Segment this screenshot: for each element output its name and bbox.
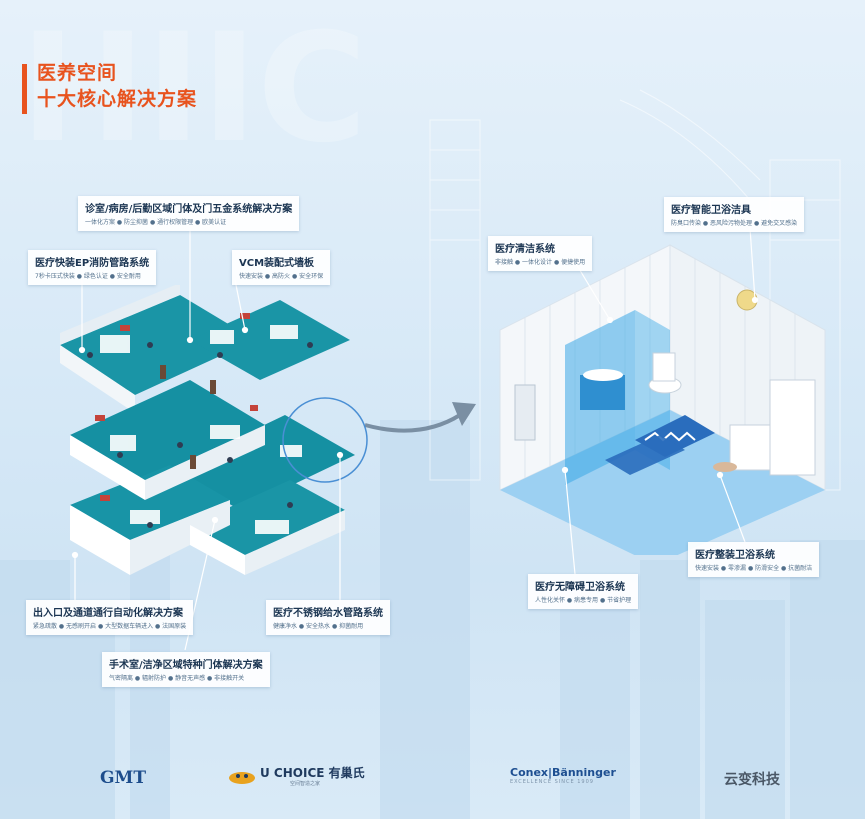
- uchoice-name: U CHOICE 有巢氏: [260, 766, 365, 780]
- callout-subtitle: 气密隔离 ● 辐射防护 ● 静音无声感 ● 非接触开关: [109, 675, 245, 682]
- callout-surgery: 手术室/洁净区域特种门体解决方案 气密隔离 ● 辐射防护 ● 静音无声感 ● 非…: [102, 652, 270, 687]
- callout-integrated-bath: 医疗整装卫浴系统 快速安装 ● 零渗漏 ● 防滑安全 ● 抗菌耐洁: [688, 542, 820, 577]
- callout-subtitle: 快速安装 ● 高防火 ● 安全环保: [239, 273, 324, 280]
- logo-uchoice: U CHOICE 有巢氏 空间智造之家: [228, 764, 365, 787]
- uchoice-mascot-icon: [229, 771, 255, 784]
- svg-text:HIIC: HIIC: [20, 2, 367, 176]
- callout-subtitle: 健康净水 ● 安全热水 ● 抑菌耐用: [273, 623, 364, 630]
- logo-conex: Conex|Bänninger EXCELLENCE SINCE 1909: [510, 766, 616, 785]
- title-line-2: 十大核心解决方案: [37, 88, 198, 110]
- callout-title: 医疗智能卫浴洁具: [671, 205, 751, 216]
- arrow-right-icon: [364, 402, 476, 433]
- callout-subtitle: 快速安装 ● 零渗漏 ● 防滑安全 ● 抗菌耐洁: [695, 565, 813, 572]
- callout-subtitle: 一体化方案 ● 防尘抑菌 ● 通行权限管理 ● 欧美认证: [85, 219, 227, 226]
- callout-title: 医疗整装卫浴系统: [695, 550, 775, 561]
- callout-title: 医疗不锈钢给水管路系统: [273, 608, 383, 619]
- callout-title: VCM装配式墙板: [239, 258, 315, 269]
- conex-tagline: EXCELLENCE SINCE 1909: [510, 779, 594, 785]
- uchoice-tagline: 空间智造之家: [290, 781, 321, 787]
- logo-gmt: GMT: [100, 768, 146, 788]
- callout-entrance: 出入口及通道通行自动化解决方案 紧急疏散 ● 无感刷开启 ● 大型数据车辆进入 …: [26, 600, 194, 635]
- title-line-1: 医养空间: [37, 62, 118, 84]
- callout-title: 医疗快装EP消防管路系统: [35, 258, 150, 269]
- callout-title: 诊室/病房/后勤区域门体及门五金系统解决方案: [85, 204, 293, 215]
- callout-subtitle: 非接触 ● 一体化设计 ● 便捷使用: [495, 259, 586, 266]
- callout-title: 手术室/洁净区域特种门体解决方案: [109, 660, 263, 671]
- page-title: 医养空间 十大核心解决方案: [22, 60, 197, 114]
- logo-yunbian: 云变科技: [724, 772, 780, 788]
- callout-title: 医疗清洁系统: [495, 244, 555, 255]
- callout-door-hardware: 诊室/病房/后勤区域门体及门五金系统解决方案 一体化方案 ● 防尘抑菌 ● 通行…: [78, 196, 300, 231]
- partner-logos: GMT U CHOICE 有巢氏 空间智造之家 Conex|Bänninger …: [0, 760, 865, 800]
- callout-ep-pipes: 医疗快装EP消防管路系统 7秒卡压式快装 ● 绿色认证 ● 安全耐用: [28, 250, 157, 285]
- hospital-floorplan-illustration: [60, 285, 368, 575]
- title-accent-bar: [22, 64, 27, 114]
- bathroom-illustration: [499, 244, 826, 555]
- callout-vcm: VCM装配式墙板 快速安装 ● 高防火 ● 安全环保: [232, 250, 331, 285]
- conex-name: Conex|Bänninger: [510, 766, 616, 779]
- callout-title: 出入口及通道通行自动化解决方案: [33, 608, 183, 619]
- callout-cleaning: 医疗清洁系统 非接触 ● 一体化设计 ● 便捷使用: [488, 236, 593, 271]
- callout-subtitle: 紧急疏散 ● 无感刷开启 ● 大型数据车辆进入 ● 法国原装: [33, 623, 187, 630]
- callout-subtitle: 防臭口传染 ● 恶风险污物处理 ● 避免交叉感染: [671, 220, 798, 227]
- callout-smart-sanitary: 医疗智能卫浴洁具 防臭口传染 ● 恶风险污物处理 ● 避免交叉感染: [664, 197, 805, 232]
- callout-stainless: 医疗不锈钢给水管路系统 健康净水 ● 安全热水 ● 抑菌耐用: [266, 600, 390, 635]
- callout-barrier-free: 医疗无障碍卫浴系统 人性化关怀 ● 病患专用 ● 节省护理: [528, 574, 639, 609]
- callout-subtitle: 7秒卡压式快装 ● 绿色认证 ● 安全耐用: [35, 273, 141, 280]
- callout-subtitle: 人性化关怀 ● 病患专用 ● 节省护理: [535, 597, 632, 604]
- callout-title: 医疗无障碍卫浴系统: [535, 582, 625, 593]
